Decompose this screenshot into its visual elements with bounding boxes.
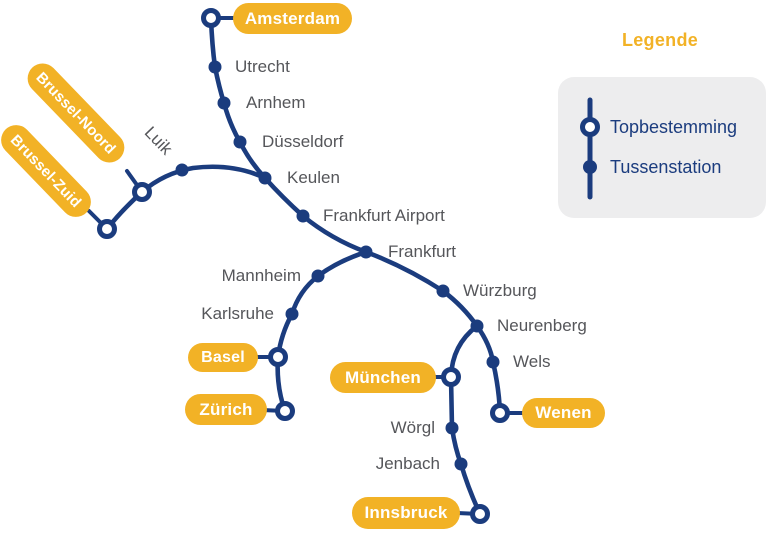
station-dot-frankfurt [359, 245, 373, 259]
legend-box: Topbestemming Tussenstation [558, 77, 766, 218]
station-dot-mannheim [311, 269, 325, 283]
legend-open-circle-icon [580, 117, 600, 137]
station-dot-jenbach [454, 457, 468, 471]
station-dot-karlsruhe [285, 307, 299, 321]
line-brussel-keulen [104, 164, 268, 232]
terminus-circle-zurich [275, 401, 295, 421]
station-dot-frankfurt-airport [296, 209, 310, 223]
line-neurenberg-wenen [474, 323, 503, 416]
legend-filled-circle-icon [583, 160, 597, 174]
line-neurenberg-innsbruck [448, 323, 483, 517]
station-label-utrecht: Utrecht [235, 57, 290, 76]
station-label-worgl: Wörgl [390, 418, 435, 437]
station-label-neurenberg: Neurenberg [497, 316, 587, 335]
station-dot-dusseldorf [233, 135, 247, 149]
station-dot-neurenberg [470, 319, 484, 333]
station-label-wurzburg: Würzburg [463, 281, 537, 300]
legend-item-tussenstation: Tussenstation [610, 157, 722, 177]
station-label-mannheim: Mannheim [221, 266, 301, 285]
station-label-wels: Wels [513, 352, 551, 371]
station-label-karlsruhe: Karlsruhe [201, 304, 274, 323]
station-dot-wurzburg [436, 284, 450, 298]
destination-pill-wenen: Wenen [522, 398, 605, 428]
legend-symbols-svg [580, 97, 600, 200]
station-label-jenbach: Jenbach [375, 454, 440, 473]
destination-pill-innsbruck: Innsbruck [352, 497, 460, 529]
station-label-dusseldorf: Düsseldorf [262, 132, 344, 151]
station-dot-luik [175, 163, 189, 177]
station-label-keulen: Keulen [287, 168, 340, 187]
terminus-circle-basel [268, 347, 288, 367]
station-dot-worgl [445, 421, 459, 435]
station-dot-utrecht [208, 60, 222, 74]
destination-pill-zurich: Zürich [185, 394, 267, 425]
destination-pill-amsterdam: Amsterdam [233, 3, 352, 34]
station-dot-wels [486, 355, 500, 369]
station-dot-arnhem [217, 96, 231, 110]
terminus-circle-amsterdam [201, 8, 221, 28]
terminus-circle-brussel-zuid [97, 219, 117, 239]
station-label-arnhem: Arnhem [246, 93, 306, 112]
destination-pill-munchen: München [330, 362, 436, 393]
terminus-circle-innsbruck [470, 504, 490, 524]
destination-pill-basel: Basel [188, 343, 258, 372]
terminus-circle-brussel-noord [132, 182, 152, 202]
station-label-frankfurt: Frankfurt [388, 242, 457, 261]
station-dot-keulen [258, 171, 272, 185]
station-label-frankfurt-airport: Frankfurt Airport [323, 206, 445, 225]
legend-title: Legende [621, 30, 699, 50]
terminus-circle-munchen [441, 367, 461, 387]
legend-item-topbestemming: Topbestemming [610, 117, 738, 137]
terminus-circle-wenen [490, 403, 510, 423]
